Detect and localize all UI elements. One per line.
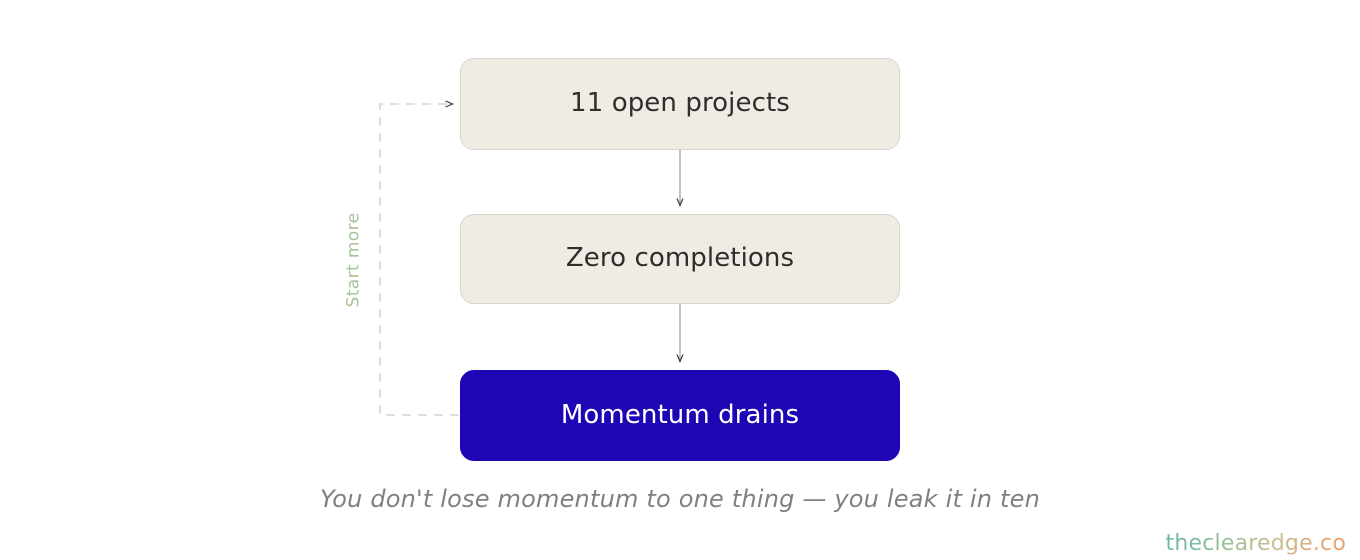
edge-momentum-drains-to-open-projects-feedback: [379, 104, 459, 416]
flow-node-momentum-drains[interactable]: Momentum drains: [460, 370, 900, 461]
diagram-caption: You don't lose momentum to one thing — y…: [319, 485, 1040, 513]
watermark: theclearedge.co: [1165, 531, 1346, 556]
flow-node-label: 11 open projects: [570, 88, 790, 119]
flow-node-open-projects[interactable]: 11 open projects: [460, 58, 900, 150]
flow-node-label: Momentum drains: [560, 399, 800, 430]
flow-node-label: Zero completions: [565, 243, 795, 274]
flow-node-zero-completions[interactable]: Zero completions: [460, 214, 900, 304]
feedback-loop-label: Start more: [336, 190, 370, 330]
feedback-loop-label-text: Start more: [343, 212, 363, 308]
